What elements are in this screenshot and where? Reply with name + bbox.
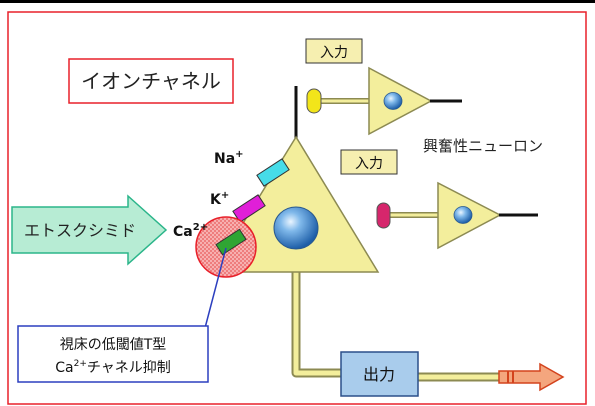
input-top-box — [305, 38, 363, 64]
axon — [293, 272, 342, 376]
na-label: Na+ — [214, 149, 244, 167]
effect-pointer — [204, 247, 227, 329]
ion-channel-label: イオンチャネル — [81, 69, 221, 93]
ca-channel — [215, 228, 247, 256]
input-top-nucleus — [383, 92, 403, 110]
ion-channel-box — [68, 58, 234, 104]
ca-label: Ca2+ — [173, 222, 208, 240]
k-channel — [232, 194, 266, 223]
effect-line2: Ca2+チャネル抑制 — [55, 359, 171, 376]
drug-arrow — [11, 194, 168, 266]
input-mid-terminal — [376, 202, 391, 229]
input-mid-nucleus — [453, 206, 473, 224]
effect-line1: 視床の低閾値T型 — [60, 337, 167, 353]
top-rule — [0, 0, 595, 3]
na-channel — [256, 158, 290, 187]
k-label: K+ — [210, 190, 229, 208]
drug-label: エトスクシミド — [24, 221, 136, 240]
main-nucleus — [273, 206, 319, 250]
output-arrow — [498, 362, 565, 392]
output-box — [340, 351, 419, 397]
input-mid-box — [340, 149, 398, 175]
effect-box — [17, 325, 209, 383]
input-mid-label: 入力 — [355, 156, 383, 172]
output-label: 出力 — [363, 365, 395, 384]
input-top-terminal — [306, 88, 322, 114]
excitatory-neuron-label: 興奮性ニューロン — [423, 137, 543, 155]
input-top-label: 入力 — [320, 45, 348, 61]
